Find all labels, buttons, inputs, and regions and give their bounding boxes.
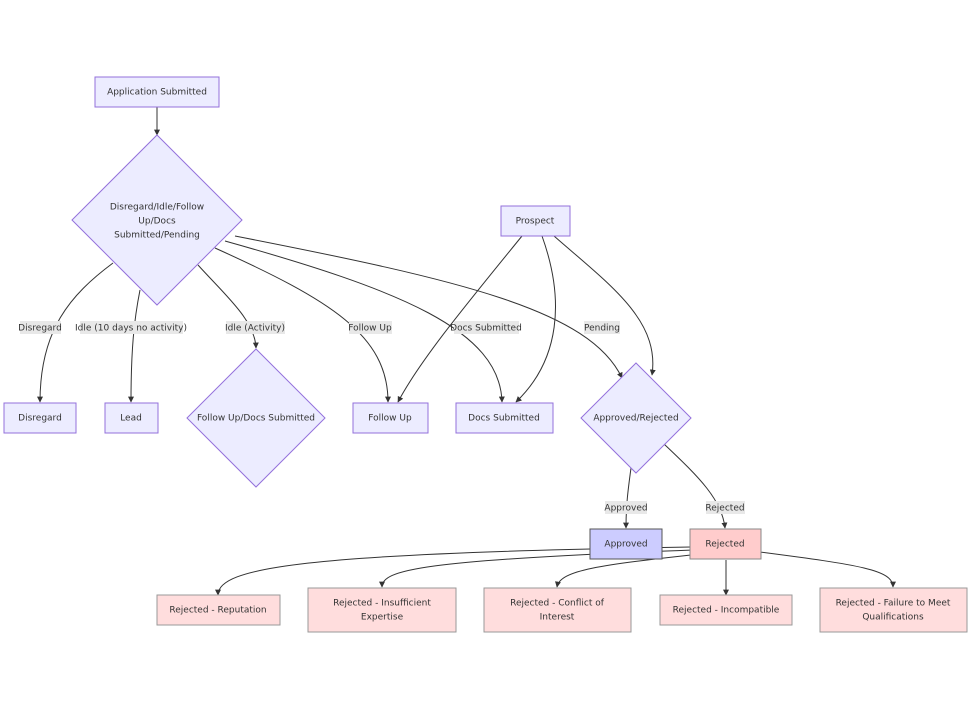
node-docs-submitted[interactable]: Docs Submitted	[455, 402, 554, 434]
edge-approved-rejected-to-approved	[623, 467, 632, 529]
node-disregard[interactable]: Disregard	[3, 402, 77, 434]
edge-approved-rejected-to-rejected	[663, 443, 728, 529]
edge-rejected-to-failure	[759, 551, 896, 588]
edge-label-pending: Pending	[584, 321, 620, 334]
svg-text:Disregard: Disregard	[18, 414, 62, 424]
node-application-submitted[interactable]: Application Submitted	[94, 76, 220, 108]
node-prospect[interactable]: Prospect	[500, 205, 571, 237]
edge-label-approved: Approved	[604, 501, 648, 514]
svg-text:Follow Up: Follow Up	[348, 324, 392, 334]
svg-text:Rejected - Incompatible: Rejected - Incompatible	[673, 606, 780, 616]
svg-text:Approved: Approved	[604, 540, 647, 550]
svg-text:Approved/Rejected: Approved/Rejected	[593, 414, 678, 424]
svg-text:Docs Submitted: Docs Submitted	[450, 324, 522, 334]
node-rejected-incompatible[interactable]: Rejected - Incompatible	[659, 594, 793, 626]
node-rejected-reputation[interactable]: Rejected - Reputation	[156, 594, 281, 626]
svg-text:Up/Docs: Up/Docs	[138, 217, 176, 227]
svg-text:Application Submitted: Application Submitted	[107, 88, 207, 98]
svg-text:Rejected - Insufficient: Rejected - Insufficient	[333, 599, 431, 609]
node-rejected-insufficient-expertise[interactable]: Rejected - Insufficient Expertise	[307, 587, 457, 633]
edge-prospect-to-followup	[397, 235, 523, 403]
edge-label-idle-activity: Idle (Activity)	[225, 321, 285, 334]
svg-text:Idle (Activity): Idle (Activity)	[225, 324, 285, 334]
edge-decision-to-approved-rejected	[234, 235, 623, 379]
svg-text:Rejected - Reputation: Rejected - Reputation	[169, 606, 266, 616]
edge-labels: Disregard Idle (10 days no activity) Idl…	[18, 321, 745, 514]
edge-label-disregard: Disregard	[18, 321, 62, 334]
svg-text:Lead: Lead	[120, 414, 142, 424]
node-follow-up-docs-submitted[interactable]: Follow Up/Docs Submitted	[186, 348, 326, 488]
edge-label-idle-no-activity: Idle (10 days no activity)	[75, 321, 187, 334]
edge-decision-to-disregard	[37, 262, 114, 403]
svg-text:Docs Submitted: Docs Submitted	[468, 414, 540, 424]
svg-text:Qualifications: Qualifications	[862, 613, 924, 623]
edge-label-follow-up: Follow Up	[348, 321, 392, 334]
edge-decision-to-docs	[224, 240, 505, 403]
node-rejected[interactable]: Rejected	[689, 528, 762, 560]
edge-label-rejected: Rejected	[705, 501, 745, 514]
svg-text:Approved: Approved	[604, 504, 647, 514]
svg-text:Disregard: Disregard	[18, 324, 62, 334]
svg-text:Rejected - Conflict of: Rejected - Conflict of	[510, 599, 605, 609]
svg-text:Interest: Interest	[540, 613, 575, 623]
edges	[37, 107, 896, 596]
svg-text:Expertise: Expertise	[361, 613, 404, 623]
svg-text:Idle (10 days no activity): Idle (10 days no activity)	[75, 324, 187, 334]
svg-text:Pending: Pending	[584, 324, 620, 334]
node-lead[interactable]: Lead	[104, 402, 159, 434]
svg-text:Rejected: Rejected	[705, 504, 744, 514]
svg-text:Follow Up: Follow Up	[368, 414, 412, 424]
svg-text:Rejected - Failure to Meet: Rejected - Failure to Meet	[836, 599, 951, 609]
edge-rejected-to-reputation	[215, 546, 692, 596]
edge-decision-to-lead	[128, 289, 141, 403]
svg-text:Submitted/Pending: Submitted/Pending	[114, 231, 200, 241]
edge-decision-to-followup-docs	[197, 264, 259, 349]
node-rejected-conflict-of-interest[interactable]: Rejected - Conflict of Interest	[483, 587, 632, 633]
edge-prospect-to-approved-rejected	[553, 235, 656, 376]
edge-label-docs-submitted: Docs Submitted	[450, 321, 522, 334]
edge-prospect-to-docs	[515, 235, 556, 403]
edge-rejected-to-conflict	[554, 553, 701, 588]
node-approved[interactable]: Approved	[589, 528, 663, 560]
svg-text:Prospect: Prospect	[516, 217, 555, 227]
edge-decision-to-followup	[214, 247, 391, 403]
node-follow-up[interactable]: Follow Up	[352, 402, 429, 434]
node-approved-rejected[interactable]: Approved/Rejected	[580, 362, 692, 474]
svg-text:Rejected: Rejected	[705, 540, 744, 550]
svg-text:Follow Up/Docs Submitted: Follow Up/Docs Submitted	[197, 414, 315, 424]
node-rejected-failure-to-meet[interactable]: Rejected - Failure to Meet Qualification…	[819, 587, 968, 633]
node-decision-main[interactable]: Disregard/Idle/Follow Up/Docs Submitted/…	[71, 134, 243, 306]
svg-text:Disregard/Idle/Follow: Disregard/Idle/Follow	[110, 203, 204, 213]
nodes: Application Submitted Disregard/Idle/Fol…	[3, 76, 968, 633]
